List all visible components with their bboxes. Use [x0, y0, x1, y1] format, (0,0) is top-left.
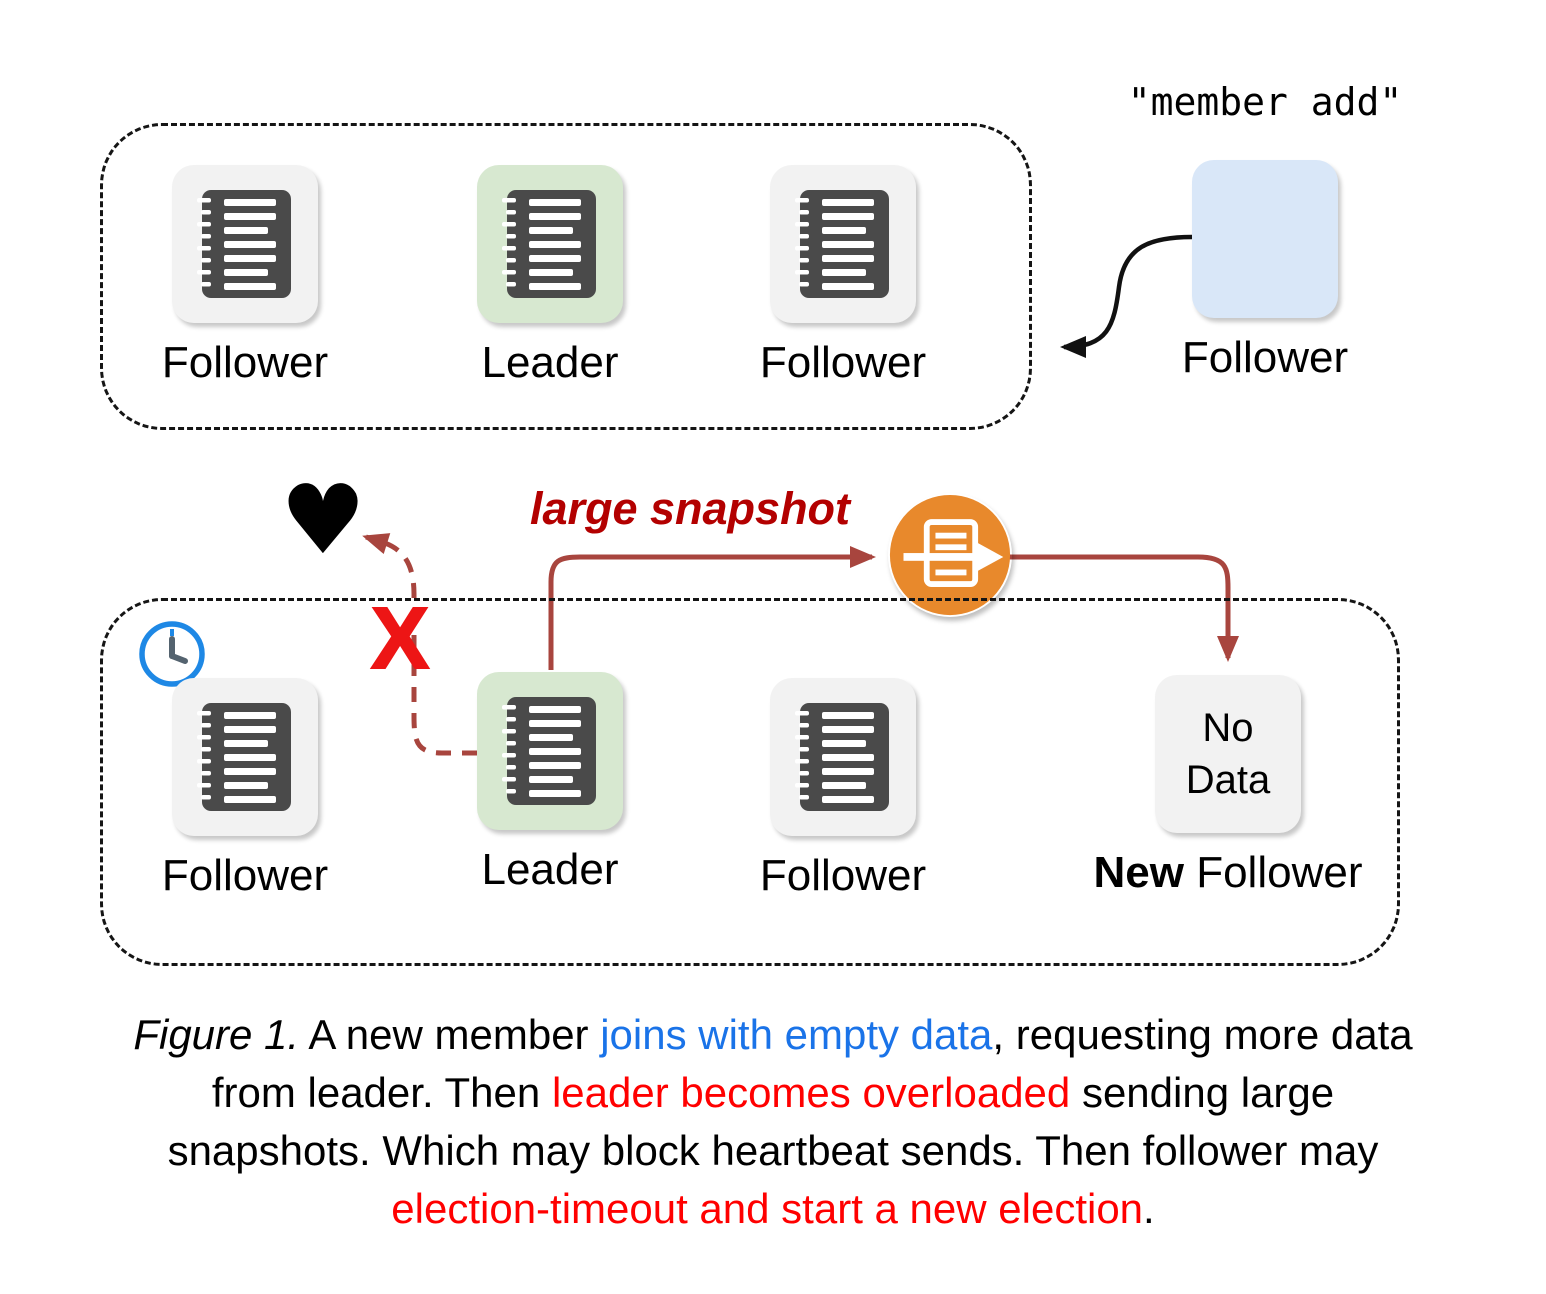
follower-box	[172, 165, 318, 323]
new-follower-label: New Follower	[1093, 848, 1363, 897]
top-cluster	[100, 123, 1032, 430]
caption-line-4: election-timeout and start a new electio…	[0, 1180, 1546, 1238]
caption-seg: from leader. Then	[211, 1069, 552, 1116]
caption-seg: Figure 1.	[133, 1011, 300, 1058]
top-node-follower-2: Follower	[733, 165, 953, 386]
caption-seg: , requesting more data	[992, 1011, 1413, 1058]
caption-seg: sending large	[1070, 1069, 1335, 1116]
caption-seg: A new member	[299, 1011, 601, 1058]
node-label: Follower	[1181, 333, 1349, 382]
blocked-x-icon: X	[370, 589, 431, 689]
caption-seg: .	[1143, 1185, 1155, 1232]
node-label: Leader	[481, 338, 619, 387]
no-data-box: No Data	[1155, 675, 1301, 833]
leader-box	[477, 672, 623, 830]
caption-line-2: from leader. Then leader becomes overloa…	[0, 1064, 1546, 1122]
top-node-leader: Leader	[440, 165, 660, 386]
caption-seg: snapshots. Which may block heartbeat sen…	[167, 1127, 1379, 1174]
bottom-node-follower-2: Follower	[733, 678, 953, 899]
follower-box	[770, 165, 916, 323]
log-icon	[502, 188, 598, 300]
new-member-box	[1192, 160, 1338, 318]
node-label: Follower	[161, 338, 329, 387]
node-label: Leader	[481, 845, 619, 894]
log-icon	[795, 701, 891, 813]
bottom-node-new-follower: No Data New Follower	[1078, 675, 1378, 896]
node-label: Follower	[759, 338, 927, 387]
caption-seg: joins with empty data	[600, 1011, 993, 1058]
heartbeat-heart-icon: ♥	[280, 464, 367, 576]
bottom-node-follower-1: Follower	[135, 678, 355, 899]
no-data-text: No Data	[1185, 706, 1271, 802]
large-snapshot-label: large snapshot	[529, 483, 851, 534]
new-member-node: Follower	[1155, 160, 1375, 381]
caption-seg: leader becomes overloaded	[551, 1069, 1071, 1116]
bottom-node-leader: Leader	[440, 672, 660, 893]
follower-box	[770, 678, 916, 836]
node-label: Follower	[161, 851, 329, 900]
caption-seg: election-timeout and start a new electio…	[391, 1185, 1144, 1232]
top-node-follower-1: Follower	[135, 165, 355, 386]
log-icon	[795, 188, 891, 300]
follower-box	[172, 678, 318, 836]
log-icon	[502, 695, 598, 807]
figure-caption: Figure 1. A new member joins with empty …	[0, 1006, 1546, 1238]
caption-line-3: snapshots. Which may block heartbeat sen…	[0, 1122, 1546, 1180]
member-add-label: "member add"	[1127, 80, 1403, 124]
new-follower-label-rest: Follower	[1183, 848, 1363, 897]
log-icon	[197, 701, 293, 813]
new-follower-label-bold: New	[1093, 848, 1184, 897]
node-label: Follower	[759, 851, 927, 900]
caption-line-1: Figure 1. A new member joins with empty …	[0, 1006, 1546, 1064]
leader-box	[477, 165, 623, 323]
log-icon	[197, 188, 293, 300]
bottom-cluster	[100, 598, 1400, 966]
